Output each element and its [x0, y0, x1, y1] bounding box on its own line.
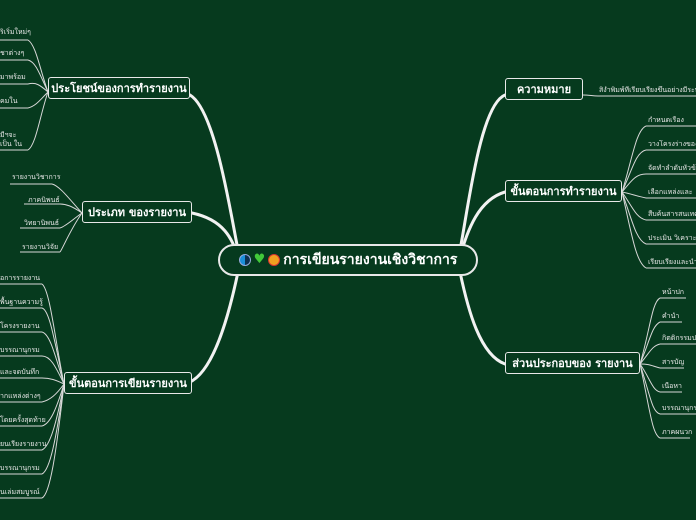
- central-title: การเขียนรายงานเชิงวิชาการ: [283, 252, 458, 268]
- subtopic-part[interactable]: กิตติกรรมประ: [662, 334, 696, 342]
- subtopic-part[interactable]: ภาคผนวก: [662, 428, 693, 436]
- subtopic-type[interactable]: ภาคนิพนธ์: [28, 196, 60, 204]
- topic-writing-steps-label: ขั้นตอนการเขียนรายงาน: [69, 377, 187, 390]
- subtopic-writing-step[interactable]: บรรณานุกรม: [0, 464, 40, 472]
- topic-meaning[interactable]: ความหมาย: [505, 78, 583, 100]
- subtopic-part[interactable]: คำนำ: [662, 312, 680, 320]
- subtopic-report-step[interactable]: ประเมิน วิเคราะห์: [648, 234, 696, 242]
- topic-benefits-label: ประโยชน์ของการทำรายงาน: [51, 82, 187, 95]
- subtopic-meaning[interactable]: สิ่งำพิมพ์ที่เรียบเรียงขึ้นอย่างมีระบบ: [599, 86, 696, 94]
- topic-parts[interactable]: ส่วนประกอบของ รายงาน: [505, 352, 640, 374]
- subtopic-benefit[interactable]: ชาต่างๆ: [0, 49, 25, 57]
- topic-benefits[interactable]: ประโยชน์ของการทำรายงาน: [48, 77, 190, 99]
- subtopic-benefit[interactable]: มีฯจะเป็น ใน: [0, 131, 23, 148]
- subtopic-report-step[interactable]: เรียบเรียงและนำ: [648, 258, 696, 266]
- subtopic-writing-step[interactable]: โครงรายงาน: [0, 322, 40, 330]
- subtopic-writing-step[interactable]: พื้นฐานความรู้: [0, 298, 43, 306]
- smiley-icon: [268, 254, 281, 266]
- subtopic-type[interactable]: วิทยานิพนธ์: [24, 219, 60, 227]
- subtopic-writing-step[interactable]: โดยครั้งสุดท้าย: [0, 416, 46, 424]
- link-benefits: [188, 93, 240, 252]
- subtopic-benefit[interactable]: ริเริ่มใหม่ๆ: [0, 28, 31, 36]
- subtopic-benefit[interactable]: คมใน: [0, 97, 18, 105]
- half-circle-icon: [238, 254, 251, 266]
- subtopic-writing-step[interactable]: นเล่มสมบูรณ์: [0, 488, 40, 496]
- subtopic-report-step[interactable]: วางโครงร่างของ: [648, 140, 696, 148]
- link-parts: [458, 270, 507, 366]
- subtopic-part[interactable]: เนื้อหา: [662, 382, 682, 390]
- heart-icon: ♥: [253, 252, 266, 267]
- subtopic-writing-step[interactable]: ากแหล่งต่างๆ: [0, 392, 41, 400]
- subtopic-type[interactable]: รายงานวิจัย: [22, 243, 59, 251]
- subtopic-writing-step[interactable]: ยนเรียงรายงาน: [0, 440, 47, 448]
- subtopic-report-step[interactable]: เลือกแหล่งและ: [648, 188, 693, 196]
- subtopic-part[interactable]: บรรณานุกรม: [662, 404, 696, 412]
- subtopic-part[interactable]: หน้าปก: [662, 288, 685, 296]
- subtopic-report-step[interactable]: สืบค้นสารสนเทศ: [648, 210, 696, 218]
- topic-types-label: ประเภท ของรายงาน: [88, 206, 186, 219]
- link-meaning: [458, 93, 507, 252]
- topic-parts-label: ส่วนประกอบของ รายงาน: [512, 357, 633, 370]
- subtopic-writing-step[interactable]: อการรายงาน: [0, 274, 41, 282]
- topic-report-steps-label: ขั้นตอนการทำรายงาน: [510, 185, 617, 198]
- subtopic-report-step[interactable]: กำหนดเรื่อง: [648, 116, 684, 124]
- subtopic-type[interactable]: รายงานวิชาการ: [12, 173, 61, 181]
- topic-types[interactable]: ประเภท ของรายงาน: [82, 201, 192, 223]
- link-writing: [188, 270, 240, 384]
- subtopic-benefit[interactable]: มาพร้อม: [0, 73, 26, 81]
- topic-writing-steps[interactable]: ขั้นตอนการเขียนรายงาน: [64, 372, 192, 394]
- subtopic-writing-step[interactable]: บรรณานุกรม: [0, 346, 40, 354]
- subtopic-report-step[interactable]: จัดทำลำดับหัวข้อ: [648, 164, 696, 172]
- topic-report-steps[interactable]: ขั้นตอนการทำรายงาน: [505, 180, 622, 202]
- central-topic[interactable]: ♥ การเขียนรายงานเชิงวิชาการ: [218, 244, 478, 276]
- subtopic-part[interactable]: สารบัญ: [662, 358, 685, 366]
- topic-meaning-label: ความหมาย: [516, 83, 572, 96]
- subtopic-writing-step[interactable]: และจดบันทึก: [0, 368, 40, 376]
